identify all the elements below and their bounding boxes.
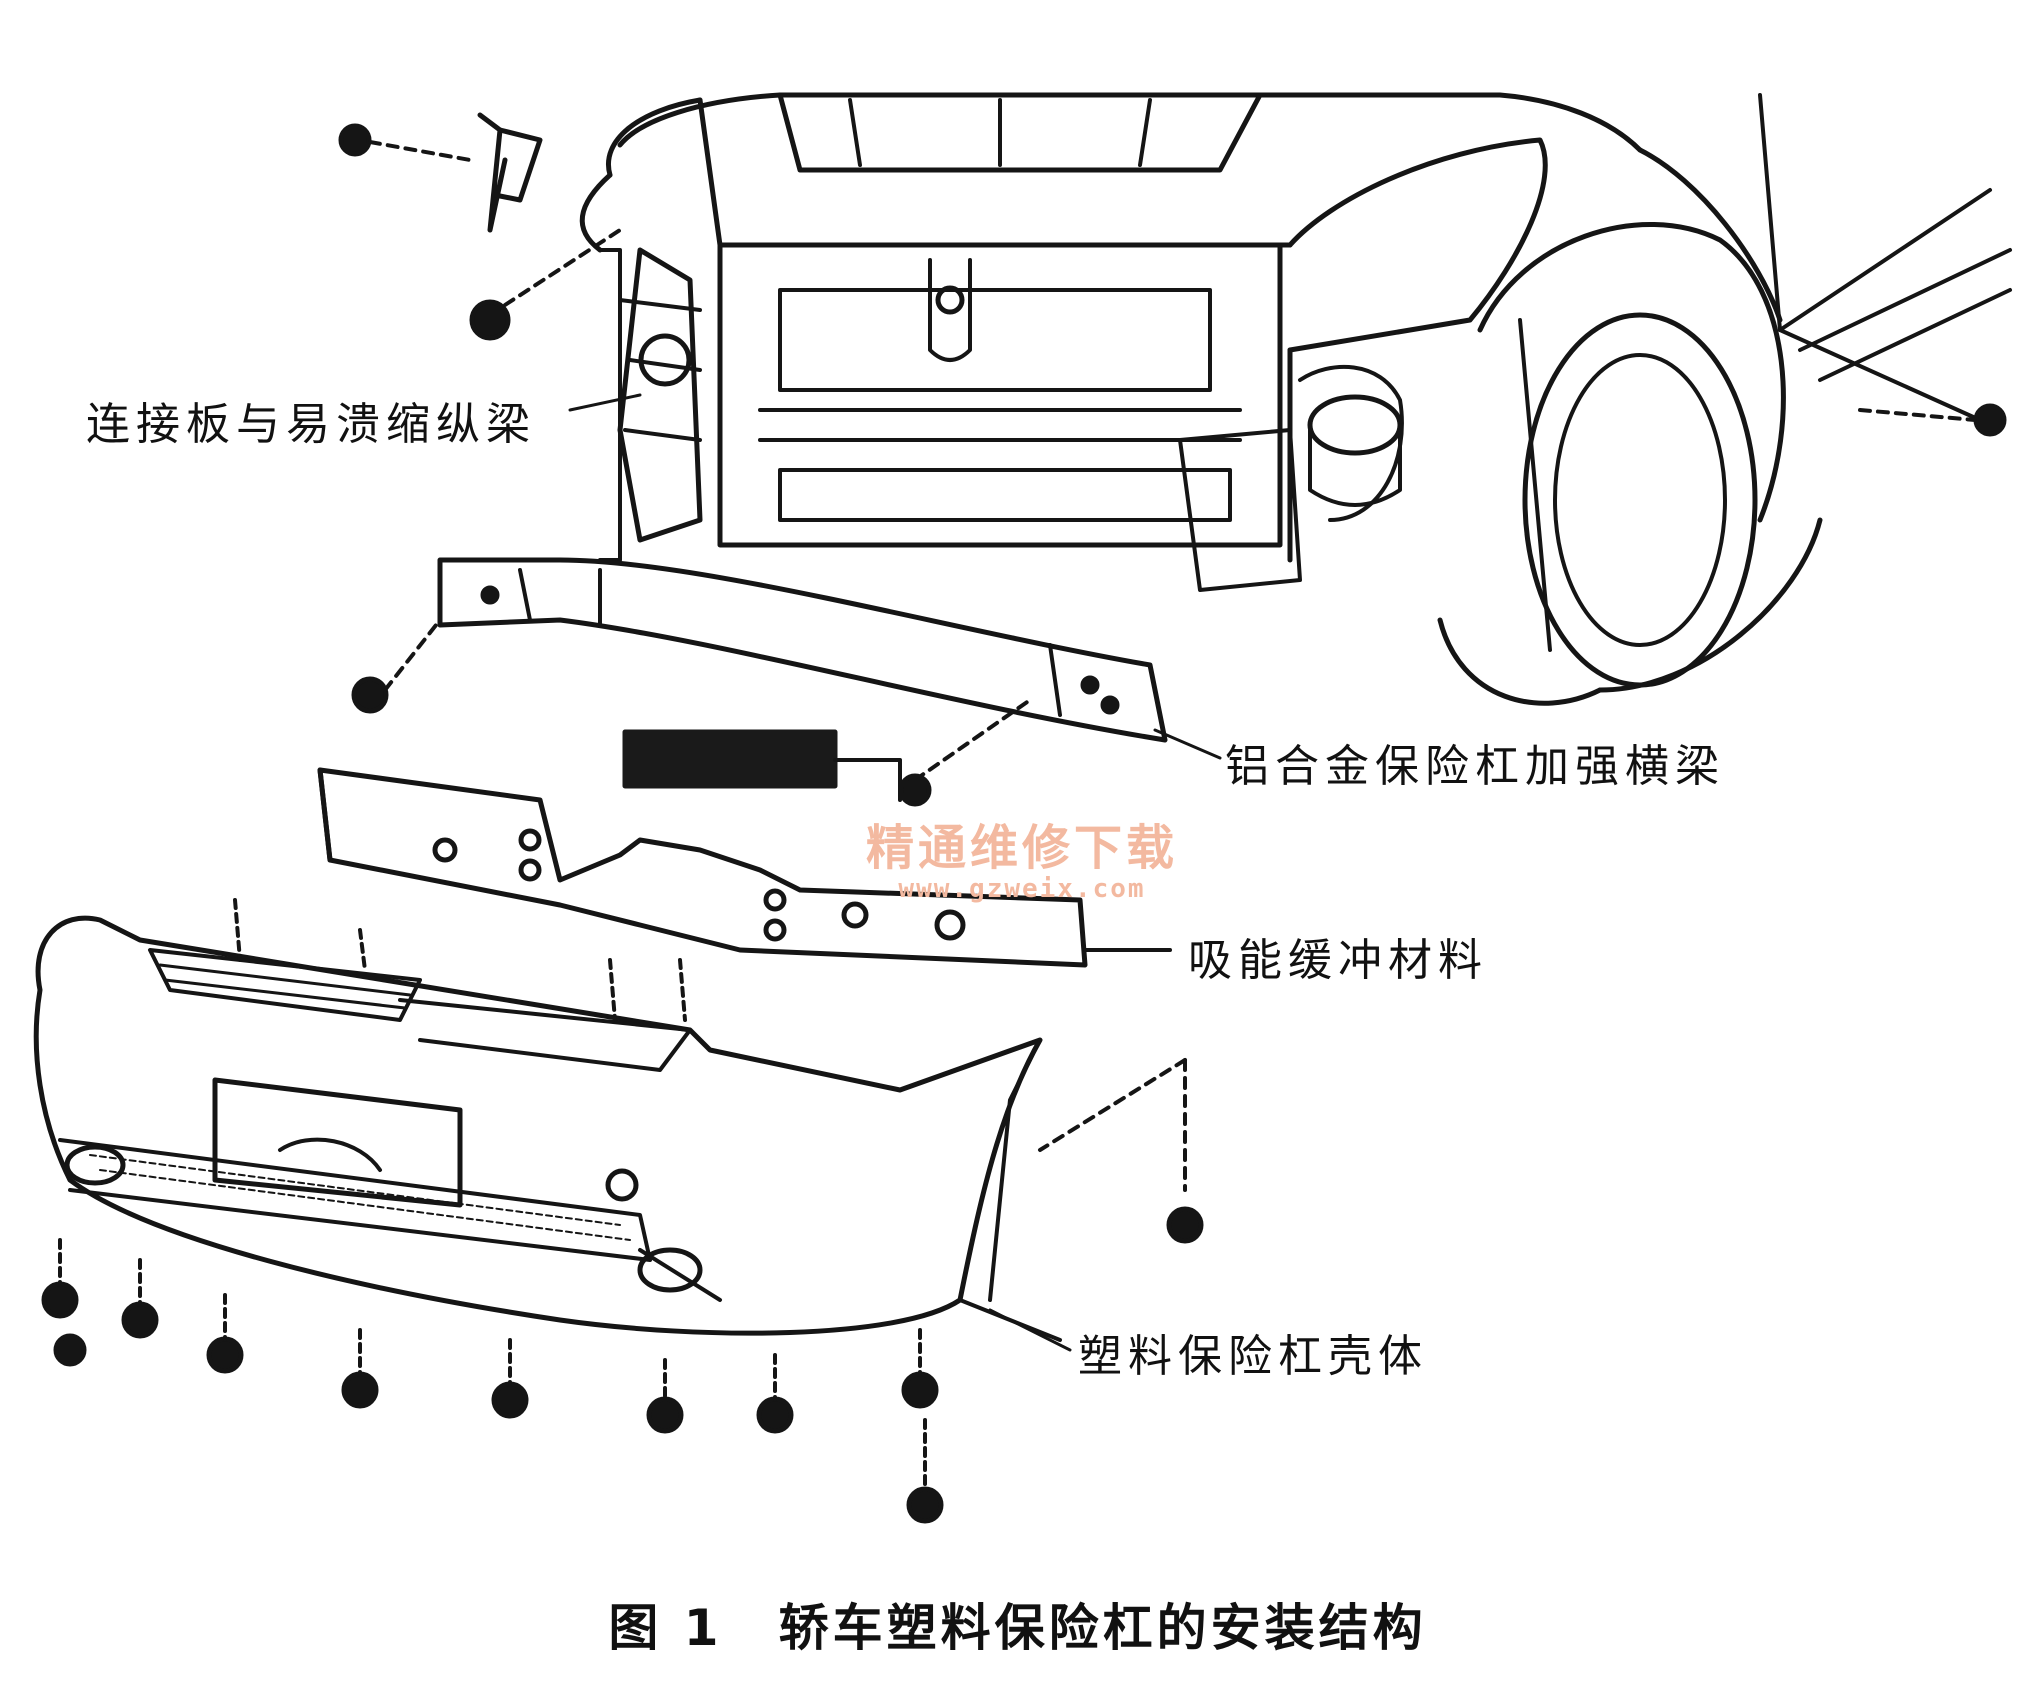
energy-absorber [317,767,1172,968]
leader-lines [568,393,1222,1352]
label-connecting-plate: 连接板与易溃缩纵梁 [86,399,536,450]
label-bumper-shell: 塑料保险杠壳体 [1078,1331,1428,1382]
label-energy-absorber: 吸能缓冲材料 [1188,935,1488,986]
top-fasteners [338,112,2007,437]
watermark-name: 精通维修下载 [865,820,1178,876]
watermark-url: www.gzweix.com [898,874,1146,904]
bottom-clips [41,898,944,1524]
bumper-shell [33,915,1204,1342]
figure-caption: 图 1 轿车塑料保险杠的安装结构 [0,1588,2035,1660]
figure-number: 图 1 [608,1599,723,1657]
watermark: 精通维修下载 www.gzweix.com [842,808,1202,904]
vehicle-front-body [579,92,2012,706]
figure-title: 轿车塑料保险杠的安装结构 [778,1599,1427,1657]
label-reinforcement-beam: 铝合金保险杠加强横梁 [1225,741,1725,792]
reinforcement-beam [351,557,1168,807]
dark-plate [622,729,838,789]
